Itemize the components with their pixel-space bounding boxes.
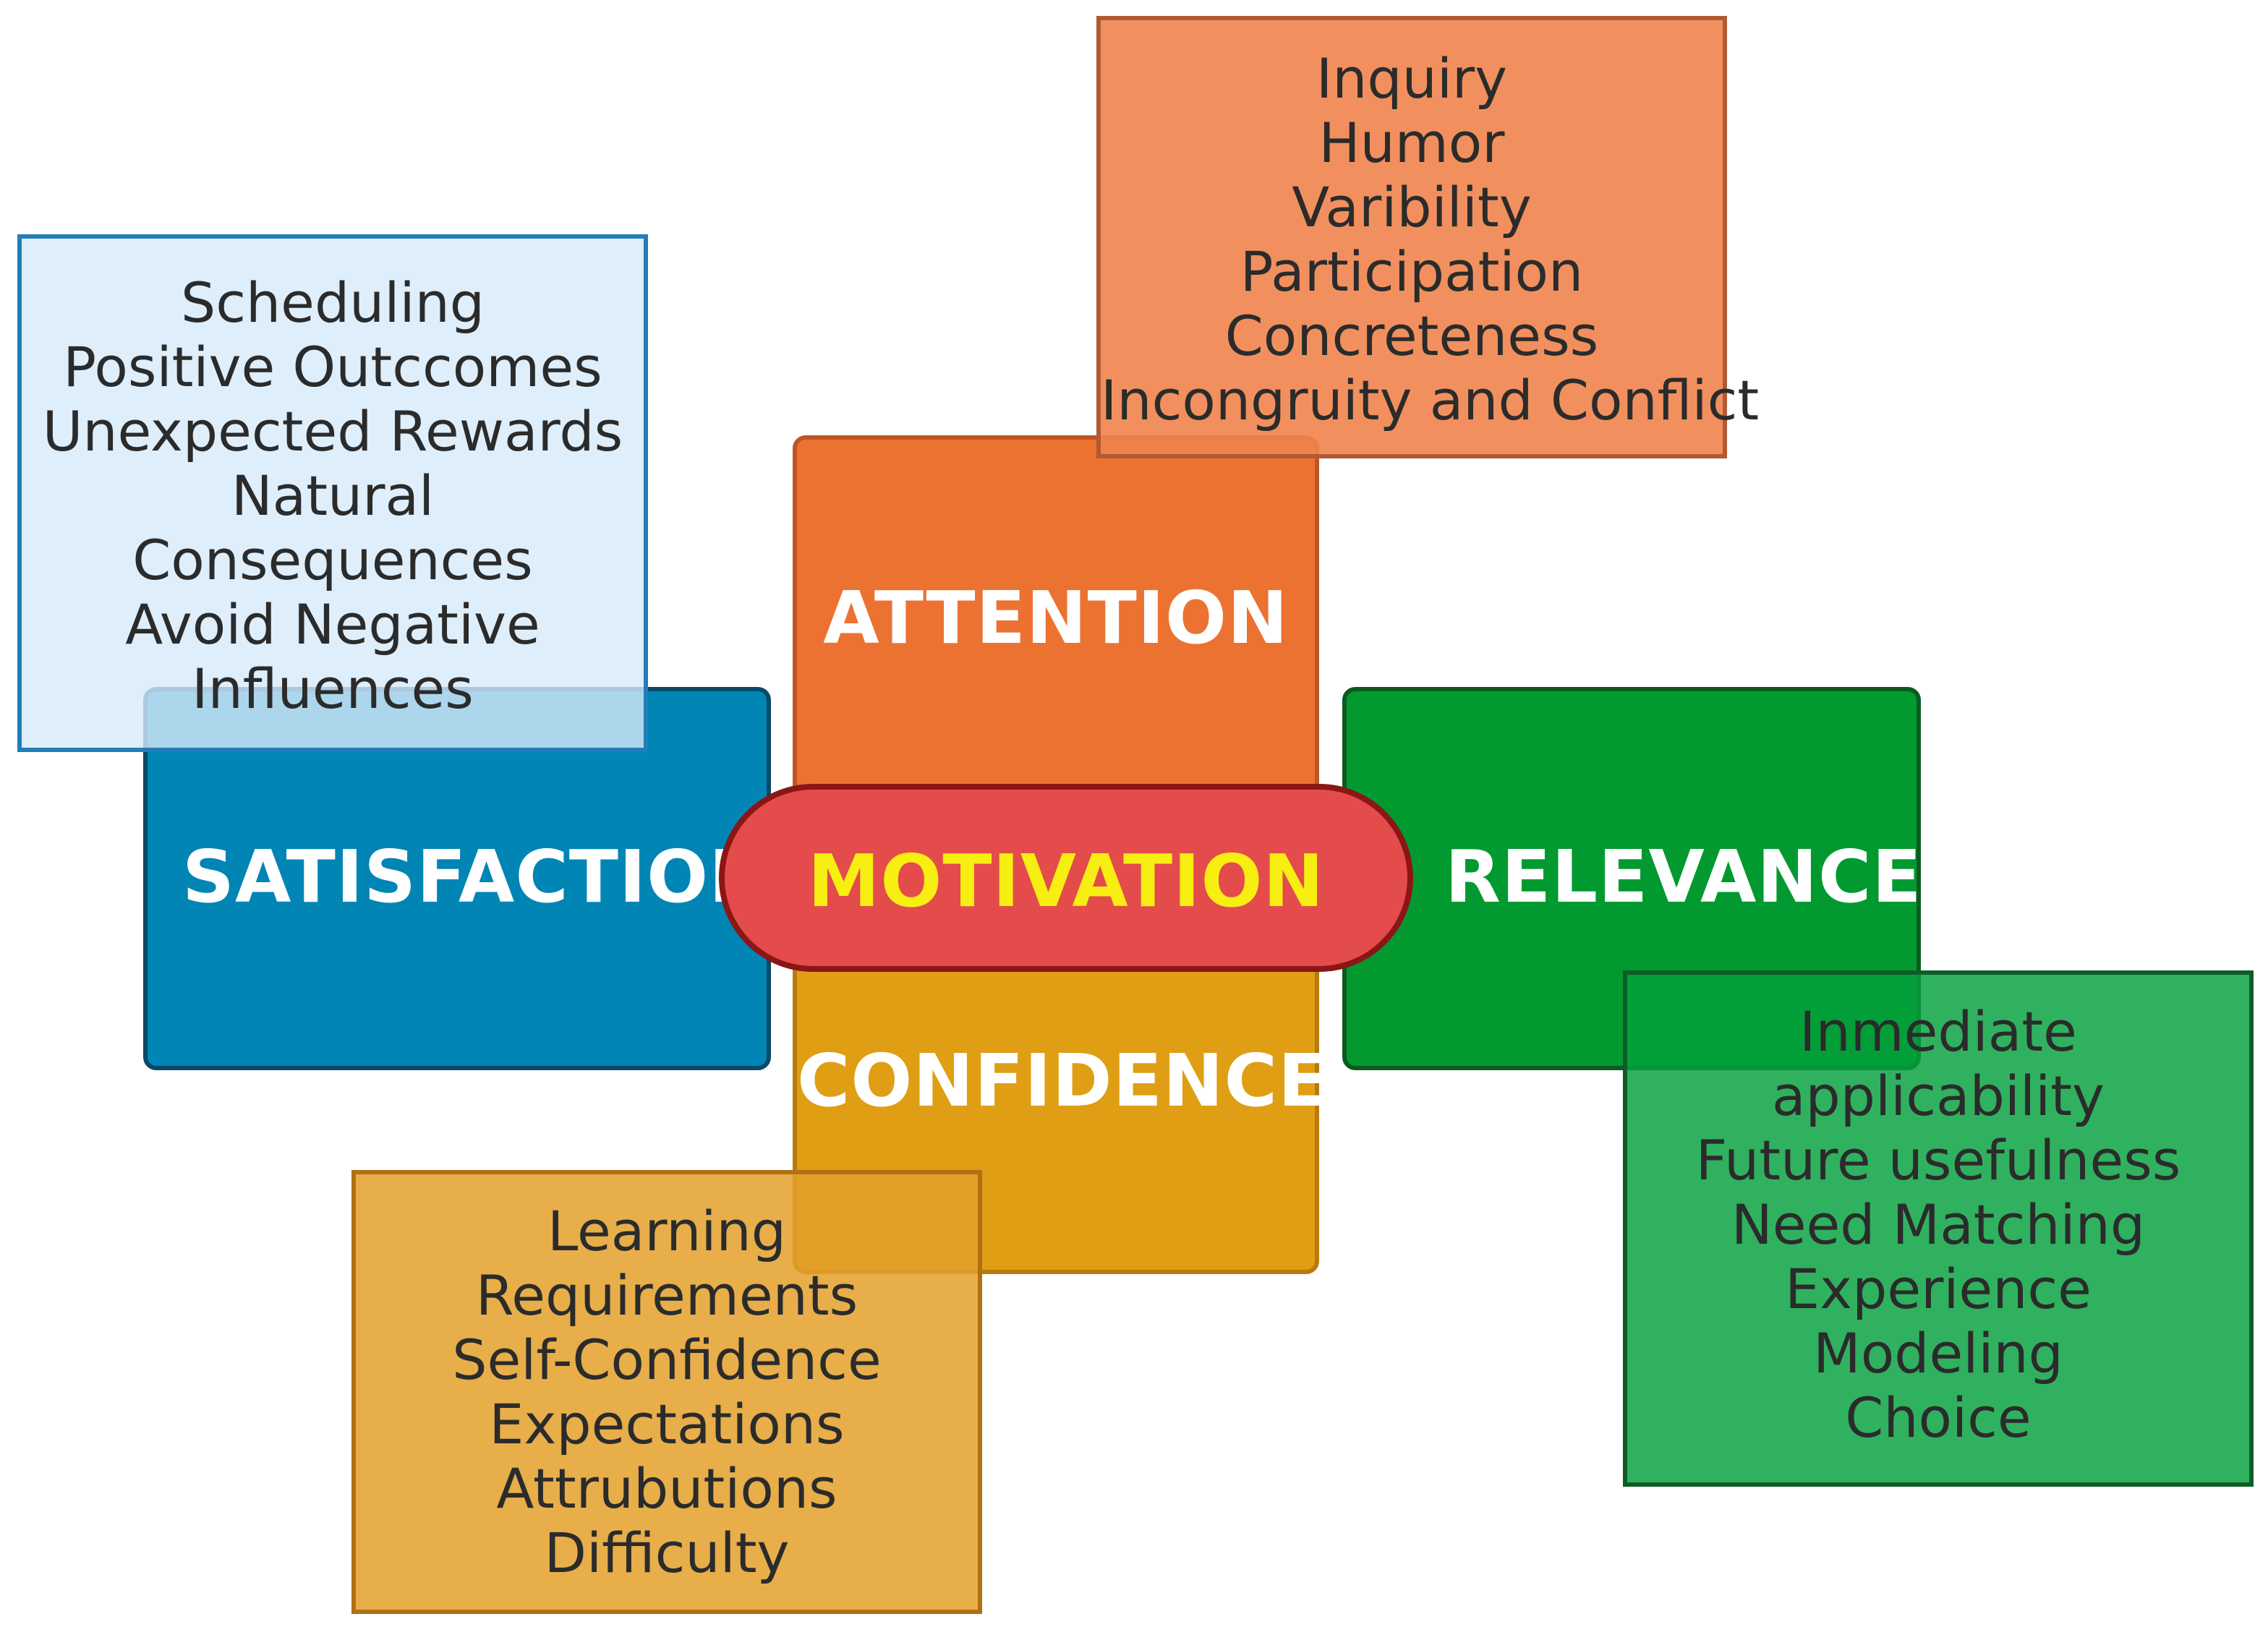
list-item: Participation — [1240, 239, 1584, 304]
confidence-factors-box: Learning Requirements Self-Confidence Ex… — [351, 1170, 982, 1614]
list-item: Choice — [1845, 1385, 2032, 1450]
list-item: Influences — [192, 657, 474, 721]
list-item: Natural — [231, 464, 435, 528]
list-item: applicability — [1771, 1064, 2105, 1128]
list-item: Attrubutions — [496, 1456, 837, 1521]
list-item: Concreteness — [1224, 304, 1599, 368]
list-item: Modeling — [1813, 1321, 2063, 1385]
attention-label: ATTENTION — [823, 576, 1289, 660]
list-item: Varibility — [1292, 175, 1532, 239]
list-item: Experience — [1785, 1257, 2092, 1321]
attention-factors-box: Inquiry Humor Varibility Participation C… — [1096, 16, 1760, 458]
relevance-label: RELEVANCE — [1445, 834, 1922, 919]
list-item: Avoid Negative — [125, 592, 540, 657]
list-item: Inmediate — [1799, 999, 2077, 1064]
list-item: Self-Confidence — [452, 1328, 882, 1392]
list-item: Requirements — [475, 1263, 858, 1328]
list-item: Difficulty — [544, 1521, 790, 1585]
attention-block: ATTENTION — [793, 435, 1319, 840]
satisfaction-label: SATISFACTION — [182, 834, 770, 919]
list-item: Need Matching — [1731, 1192, 2146, 1257]
motivation-pill: MOTIVATION — [719, 784, 1413, 972]
relevance-factors-box: Inmediate applicability Future usefulnes… — [1623, 970, 2254, 1487]
confidence-label: CONFIDENCE — [797, 1038, 1329, 1123]
list-item: Consequences — [132, 528, 533, 592]
list-item: Unexpected Rewards — [42, 399, 623, 464]
satisfaction-factors-box: Scheduling Positive Outccomes Unexpected… — [17, 234, 648, 752]
list-item: Future usefulness — [1695, 1128, 2181, 1192]
list-item: Positive Outccomes — [63, 335, 602, 399]
list-item: Expectations — [489, 1392, 845, 1456]
list-item: Incongruity and Conflict — [1101, 368, 1760, 432]
list-item: Scheduling — [180, 270, 485, 335]
list-item: Learning — [547, 1199, 786, 1263]
list-item: Inquiry — [1316, 46, 1508, 111]
motivation-label: MOTIVATION — [807, 839, 1325, 923]
list-item: Humor — [1318, 111, 1505, 175]
